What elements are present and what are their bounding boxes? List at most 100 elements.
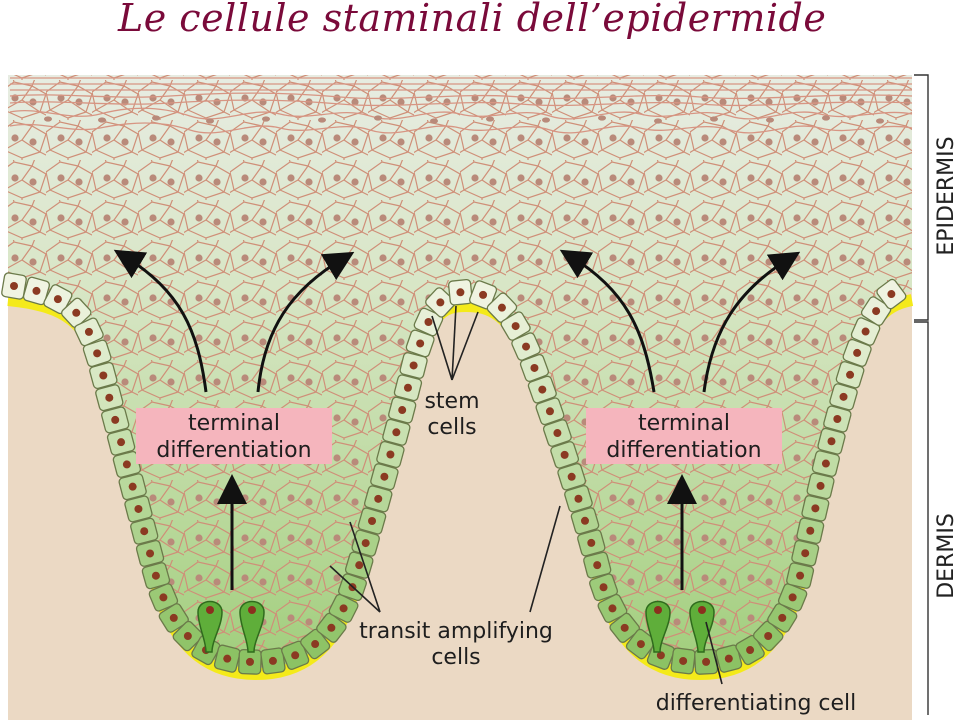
differentiating-cell-label: differentiating cell	[656, 691, 857, 716]
basal-cell-nucleus	[327, 623, 336, 632]
basal-cell-nucleus	[746, 646, 755, 655]
basal-cell-nucleus	[778, 613, 787, 622]
terminal-label-left-line2: differentiation	[156, 438, 311, 463]
basal-cell-nucleus	[846, 370, 855, 379]
basal-cell-nucleus	[833, 415, 842, 424]
basal-cell-nucleus	[497, 303, 506, 312]
basal-cell-nucleus	[764, 631, 773, 640]
basal-cell-nucleus	[10, 282, 18, 290]
epidermis-side-label: EPIDERMIS	[934, 136, 959, 255]
basal-cell-nucleus	[424, 317, 433, 326]
basal-cell-nucleus	[656, 651, 665, 660]
basal-cell-nucleus	[368, 516, 377, 525]
basal-cell-nucleus	[636, 640, 645, 649]
basal-cell-nucleus	[821, 459, 830, 468]
basal-cell-nucleus	[574, 494, 583, 503]
basal-cell-nucleus	[522, 342, 531, 351]
basal-cell-nucleus	[587, 538, 596, 547]
basal-cell-nucleus	[839, 392, 848, 401]
stratum-corneum	[9, 77, 913, 134]
basal-cell-nucleus	[479, 290, 488, 299]
basal-cell-nucleus	[456, 288, 465, 297]
basal-cell-nucleus	[409, 361, 418, 370]
basal-cell-nucleus	[99, 371, 108, 380]
basal-cell-nucleus	[291, 651, 300, 660]
basal-cell-nucleus	[245, 657, 254, 666]
basal-cell-nucleus	[560, 450, 569, 459]
basal-cell-nucleus	[608, 604, 617, 613]
layer-bracket	[914, 74, 929, 715]
basal-cell-nucleus	[93, 349, 102, 358]
terminal-label-right-line2: differentiation	[606, 438, 761, 463]
basal-cell-nucleus	[311, 640, 320, 649]
basal-cell-nucleus	[679, 656, 688, 665]
basal-cell-nucleus	[702, 657, 711, 666]
basal-cell-nucleus	[801, 549, 810, 558]
basal-cell-nucleus	[159, 593, 168, 602]
basal-cell-nucleus	[530, 363, 539, 372]
basal-cell-nucleus	[32, 286, 41, 295]
basal-cell-nucleus	[105, 393, 114, 402]
differentiating-cells	[197, 600, 715, 653]
differentiating-cell-pointer	[705, 621, 723, 685]
basal-cell-nucleus	[545, 407, 554, 416]
stem-cells-label-line1: stem	[424, 389, 479, 414]
basal-cell-nucleus	[122, 460, 131, 469]
basal-cell-nucleus	[724, 654, 733, 663]
basal-cell-nucleus	[392, 428, 401, 437]
basal-cell-nucleus	[151, 571, 160, 580]
transit-amplifying-label-line1: transit amplifying	[359, 619, 553, 644]
basal-cell-nucleus	[146, 549, 155, 558]
basal-cell-nucleus	[72, 308, 81, 317]
basal-cell-nucleus	[853, 348, 862, 357]
basal-cell-nucleus	[398, 406, 407, 415]
basal-cell-nucleus	[111, 415, 120, 424]
basal-cell-nucleus	[827, 437, 836, 446]
stem-cells-pointers	[431, 305, 479, 381]
basal-cell-nucleus	[84, 327, 93, 336]
basal-cell-nucleus	[361, 539, 370, 548]
basal-cell-nucleus	[386, 450, 395, 459]
basal-cell-nucleus	[53, 295, 62, 304]
terminal-differentiation-box-left	[136, 408, 332, 464]
basal-cell-nucleus	[183, 632, 192, 641]
basal-cell-nucleus	[128, 482, 137, 491]
stem-cells-label-line2: cells	[427, 415, 476, 440]
basal-cell-nucleus	[134, 504, 143, 513]
basal-cell-nucleus	[538, 385, 547, 394]
basal-cell-nucleus	[796, 571, 805, 580]
basal-cell-nucleus	[816, 481, 825, 490]
terminal-label-left-line1: terminal	[188, 411, 280, 436]
basal-cell-nucleus	[806, 526, 815, 535]
transit-amplifying-pointers	[329, 505, 561, 613]
basal-cell-nucleus	[593, 561, 602, 570]
basal-cell-nucleus	[553, 429, 562, 438]
basal-cell-nucleus	[436, 298, 445, 307]
basal-cell-nucleus	[380, 472, 389, 481]
basal-cell-nucleus	[511, 322, 520, 331]
basal-cell-nucleus	[872, 307, 881, 316]
basal-cell-nucleus	[268, 656, 277, 665]
transit-amplifying-label-line2: cells	[431, 645, 480, 670]
basal-cell-nucleus	[355, 561, 364, 570]
basal-cell-nucleus	[223, 654, 232, 663]
slide-title: Le cellule staminali dell’epidermide	[118, 0, 827, 40]
basal-cell-nucleus	[169, 613, 178, 622]
basal-cell-nucleus	[887, 290, 896, 299]
basal-cell-nucleus	[788, 593, 797, 602]
terminal-label-right-line1: terminal	[638, 411, 730, 436]
basal-cell-nucleus	[620, 623, 629, 632]
basal-cell-nucleus	[580, 516, 589, 525]
basal-cell-nucleus	[339, 604, 348, 613]
basal-cell-nucleus	[374, 494, 383, 503]
dermis-side-label: DERMIS	[934, 513, 959, 599]
basal-cell-nucleus	[403, 383, 412, 392]
basal-cell-nucleus	[117, 438, 126, 447]
basal-cell-nucleus	[861, 327, 870, 336]
flattened-nuclei	[44, 115, 884, 124]
basal-cell-nucleus	[416, 339, 425, 348]
basal-cell-nucleus	[140, 527, 149, 536]
basal-cell-nucleus	[599, 583, 608, 592]
basal-cell-nucleus	[567, 472, 576, 481]
